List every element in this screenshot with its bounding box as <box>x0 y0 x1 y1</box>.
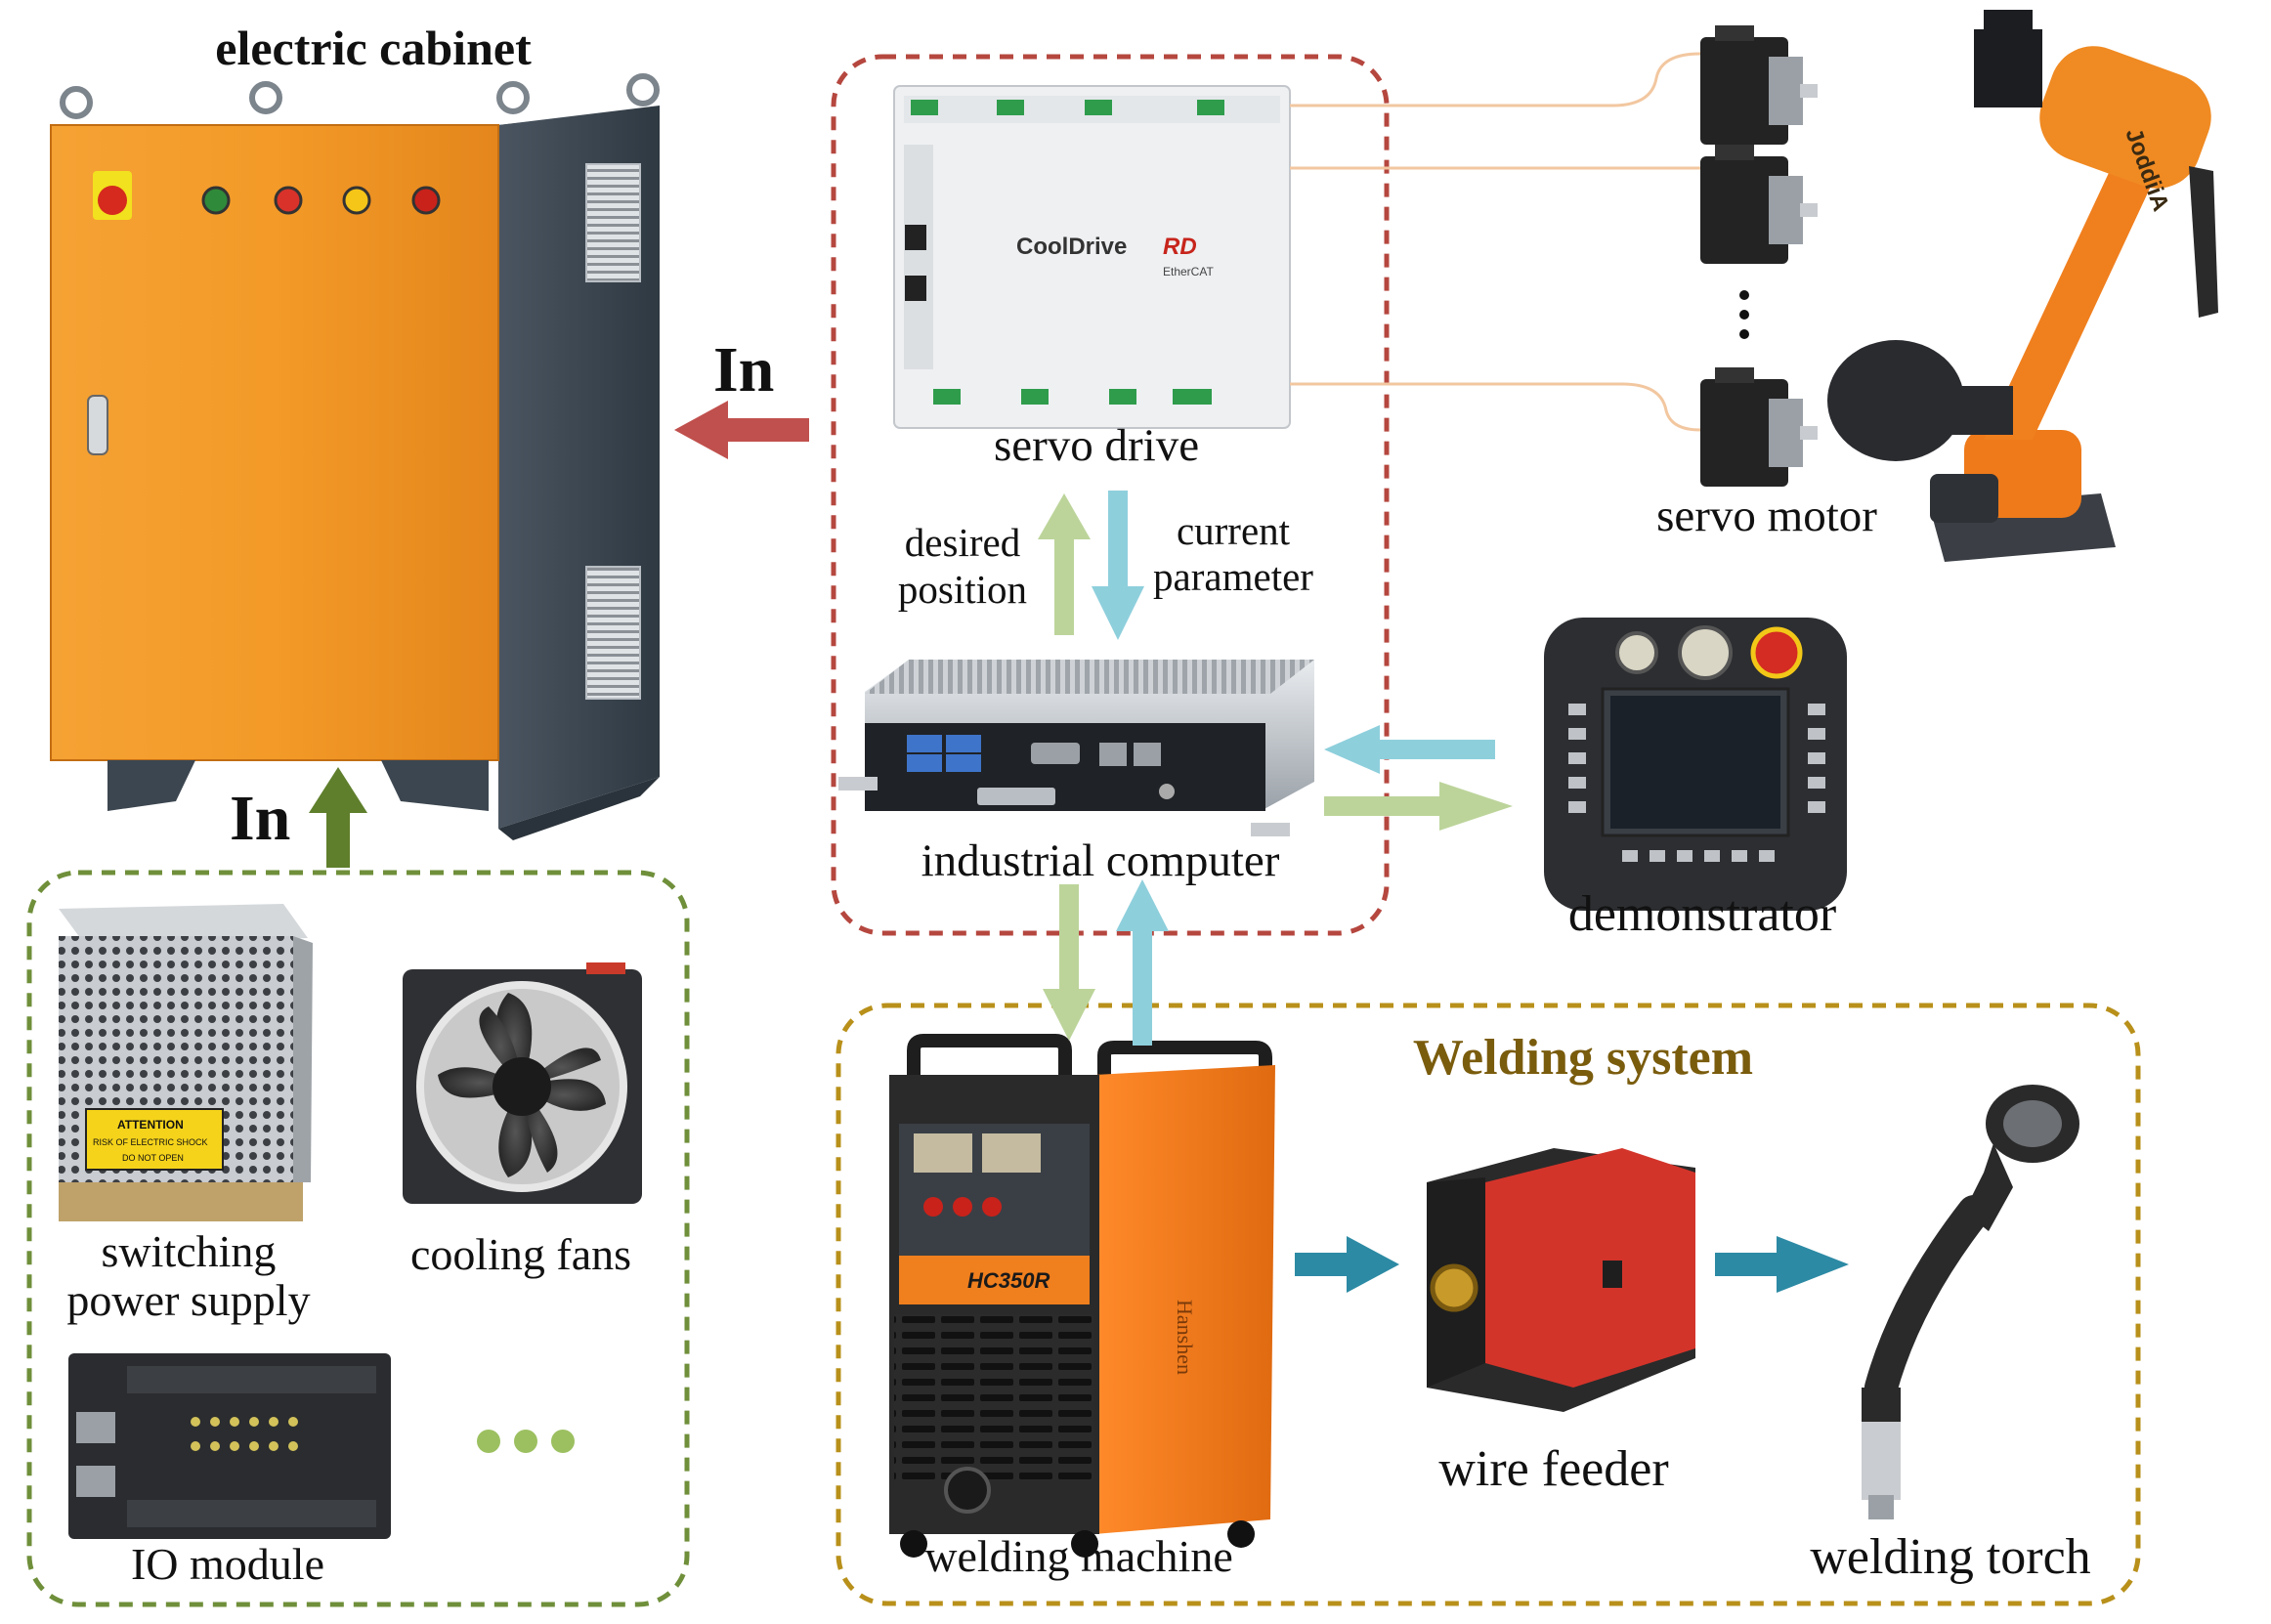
welder-brand-text: Hanshen <box>1173 1300 1197 1375</box>
welding-machine-image: HC350R Hanshen <box>889 1034 1275 1558</box>
servo-drive-label: servo drive <box>993 420 1200 471</box>
electric-cabinet-image <box>50 73 660 840</box>
servo-motor-label: servo motor <box>1656 491 1877 541</box>
welding-torch-label: welding torch <box>1810 1529 2091 1585</box>
arrow-computer-to-demonstrator <box>1324 782 1513 831</box>
arrow-demonstrator-to-computer <box>1324 725 1495 774</box>
desired-position-label-line1: desired <box>904 520 1021 565</box>
switching-power-supply-label-line1: switching <box>101 1226 277 1276</box>
switching-power-supply-image: ATTENTION RISK OF ELECTRIC SHOCK DO NOT … <box>59 904 313 1221</box>
welding-system-title: Welding system <box>1412 1030 1754 1086</box>
servo-motor-image <box>1700 25 1818 487</box>
io-module-label: IO module <box>130 1539 325 1589</box>
electric-cabinet-label: electric cabinet <box>215 21 532 75</box>
io-module-image <box>68 1353 391 1539</box>
arrow-to-cabinet-top <box>674 401 809 459</box>
psu-donot-text: DO NOT OPEN <box>122 1153 184 1163</box>
cooldrive-rd-logo: RD <box>1163 234 1197 260</box>
welding-torch-image <box>1862 1085 2079 1519</box>
switching-power-supply-label-line2: power supply <box>66 1275 311 1325</box>
arrow-desired-position <box>1038 493 1091 635</box>
cooling-fan-image <box>403 962 642 1204</box>
motor-cables <box>1290 52 1701 432</box>
in-label-bottom: In <box>230 783 291 854</box>
welding-machine-label: welding machine <box>924 1531 1233 1581</box>
industrial-computer-image <box>838 660 1314 836</box>
demonstrator-label: demonstrator <box>1567 886 1837 942</box>
wire-feeder-image <box>1427 1148 1695 1412</box>
ethercat-logo: EtherCAT <box>1163 265 1214 278</box>
arrow-welder-to-feeder <box>1295 1236 1399 1293</box>
in-label-top: In <box>713 334 775 406</box>
industrial-computer-label: industrial computer <box>921 835 1280 886</box>
servo-drive-image: CoolDrive RD EtherCAT <box>893 85 1291 429</box>
arrow-current-parameter <box>1092 491 1144 640</box>
cooling-fans-label: cooling fans <box>409 1229 632 1279</box>
arrow-computer-to-welder <box>1043 884 1095 1041</box>
welding-group-frame <box>836 1003 2141 1606</box>
robot-arm-image: JoddiiA <box>1827 10 2218 562</box>
welder-model-text: HC350R <box>967 1268 1050 1293</box>
control-group-frame <box>831 54 1390 936</box>
wire-feeder-label: wire feeder <box>1438 1441 1669 1497</box>
desired-position-label-line2: position <box>897 567 1028 612</box>
more-components-ellipsis <box>477 1430 575 1453</box>
current-parameter-label-line1: current <box>1176 508 1291 553</box>
peripheral-group-frame <box>26 870 690 1607</box>
arrow-to-cabinet-bottom <box>309 767 367 868</box>
psu-attention-text: ATTENTION <box>117 1118 184 1132</box>
current-parameter-label-line2: parameter <box>1153 554 1313 599</box>
cooldrive-logo: CoolDrive <box>1016 234 1127 260</box>
demonstrator-image <box>1544 618 1847 911</box>
psu-warning-text: RISK OF ELECTRIC SHOCK <box>93 1137 208 1147</box>
arrow-welder-to-computer <box>1116 879 1169 1046</box>
arrow-feeder-to-torch <box>1715 1236 1849 1293</box>
